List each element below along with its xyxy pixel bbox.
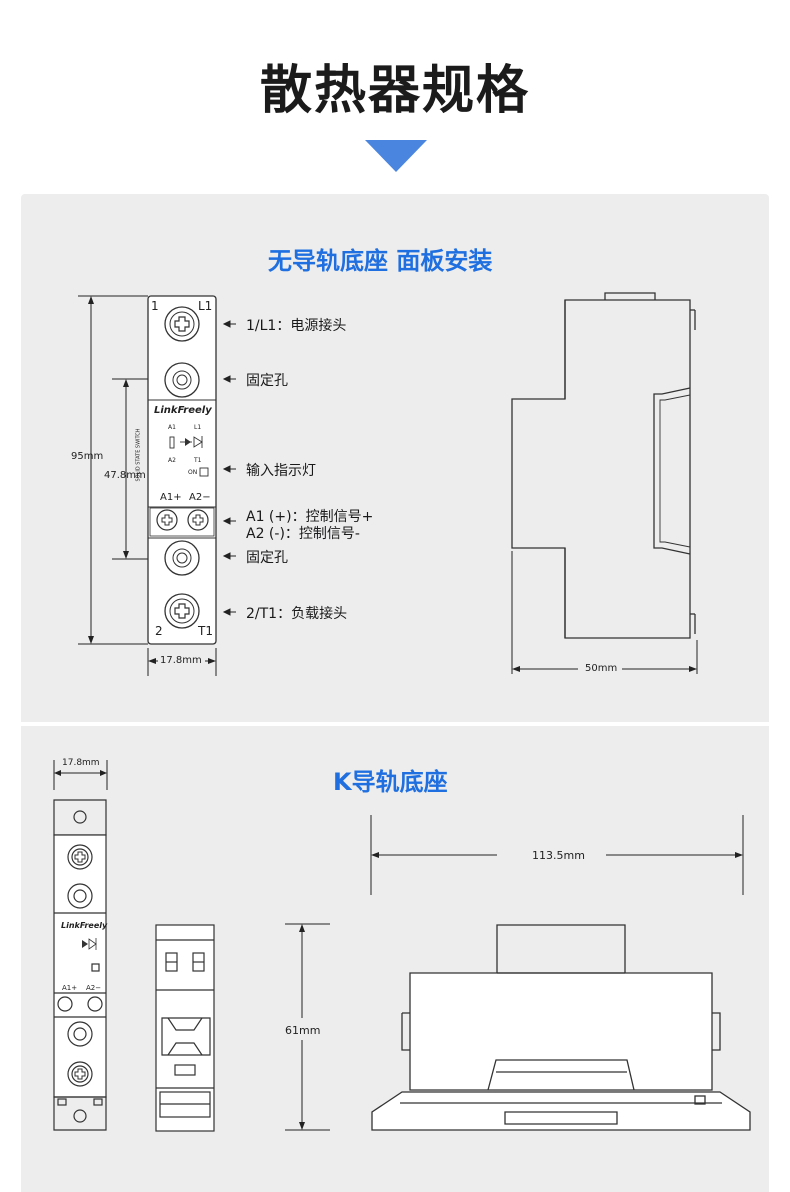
terminal-bottom-right: T1: [198, 624, 213, 638]
label-l1-terminal: 1/L1：电源接头: [246, 318, 347, 334]
label-a1-control: A1 (+)：控制信号+: [246, 509, 374, 525]
symbol-a2: A2: [168, 457, 176, 464]
label-input-led: 输入指示灯: [246, 463, 316, 479]
dim-depth-50: 50mm: [585, 663, 618, 674]
label-t1-terminal: 2/T1：负载接头: [246, 606, 348, 622]
symbol-a1: A1: [168, 424, 176, 431]
down-arrow-icon: [365, 140, 427, 172]
dim2-height-61: 61mm: [285, 1024, 321, 1037]
svg-text:A1+: A1+: [62, 984, 77, 992]
page-title: 散热器规格: [259, 61, 530, 121]
symbol-t1: T1: [194, 457, 202, 464]
section2-title: K导轨底座: [333, 768, 448, 796]
terminal-bottom-left: 2: [155, 624, 163, 638]
section1-title: 无导轨底座 面板安装: [268, 247, 493, 275]
label-a2-control: A2 (-)：控制信号-: [246, 526, 360, 542]
dim-width-17-8: 17.8mm: [160, 655, 202, 666]
dim-height-95: 95mm: [71, 451, 104, 462]
svg-text:LinkFreely: LinkFreely: [61, 921, 108, 930]
dim2-width-17-8: 17.8mm: [62, 758, 100, 768]
terminal-top-left: 1: [151, 299, 159, 313]
symbol-l1: L1: [194, 424, 202, 431]
svg-text:A2−: A2−: [86, 984, 101, 992]
dim-inner-47-8: 47.8mm: [104, 470, 146, 481]
brand-logo: LinkFreely: [154, 405, 212, 416]
terminal-top-right: L1: [198, 299, 213, 313]
on-label: ON: [188, 469, 198, 476]
label-fixing-hole-1: 固定孔: [246, 373, 288, 389]
ctrl-a1-label: A1+: [160, 492, 182, 503]
dim2-length-113-5: 113.5mm: [532, 849, 585, 862]
ctrl-a2-label: A2−: [189, 492, 211, 503]
label-fixing-hole-2: 固定孔: [246, 550, 288, 566]
